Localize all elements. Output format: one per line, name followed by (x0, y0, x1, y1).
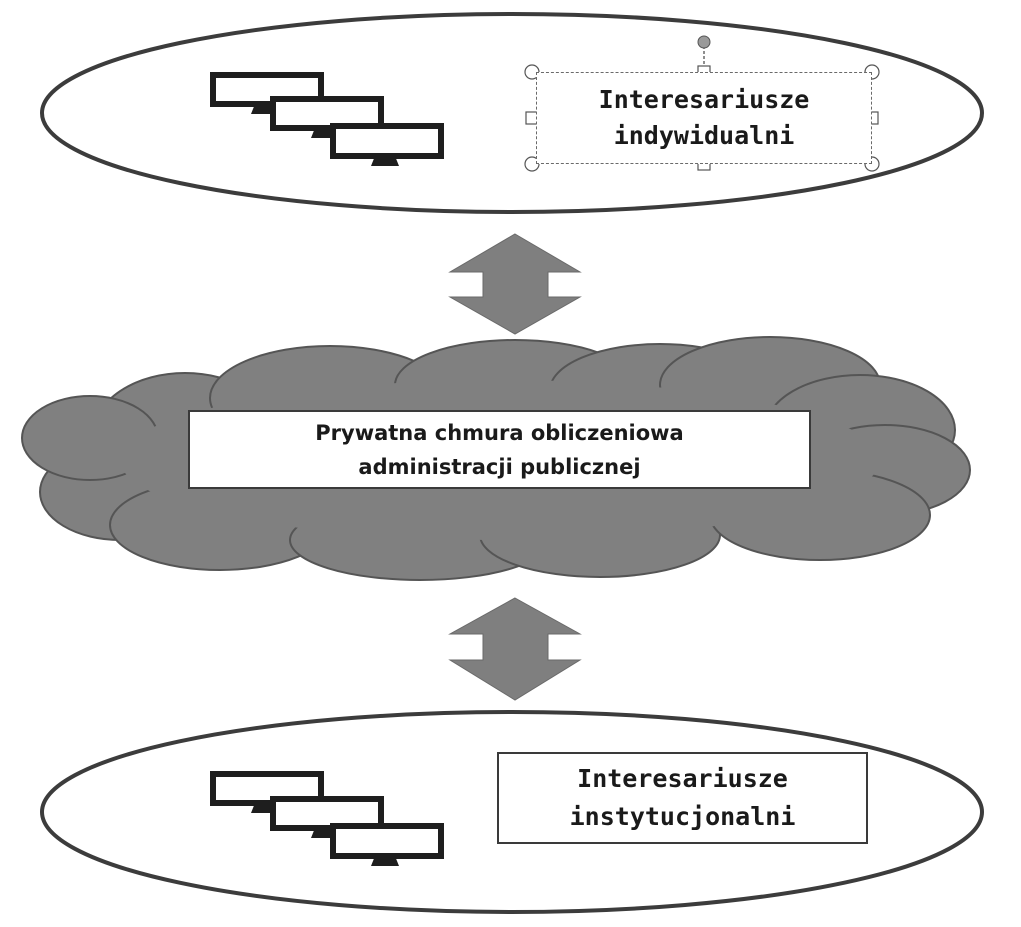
resize-handle-sw[interactable] (524, 156, 540, 172)
monitor-icon (330, 823, 444, 866)
individual-stakeholders-textbox[interactable]: Interesariusze indywidualni (536, 72, 872, 164)
institutional-stakeholders-label: Interesariusze instytucjonalni (569, 764, 796, 831)
double-arrow-icon (448, 233, 582, 335)
double-arrow-icon (448, 597, 582, 701)
individual-stakeholders-label: Interesariusze indywidualni (598, 85, 810, 150)
monitor-group-bottom (210, 771, 444, 866)
private-cloud-label: Prywatna chmura obliczeniowa administrac… (315, 420, 684, 479)
monitor-icon (330, 123, 444, 166)
institutional-stakeholders-textbox[interactable]: Interesariusze instytucjonalni (497, 752, 868, 844)
monitor-group-top (210, 72, 444, 166)
rotation-handle[interactable] (697, 35, 711, 49)
private-cloud-textbox[interactable]: Prywatna chmura obliczeniowa administrac… (188, 410, 811, 489)
